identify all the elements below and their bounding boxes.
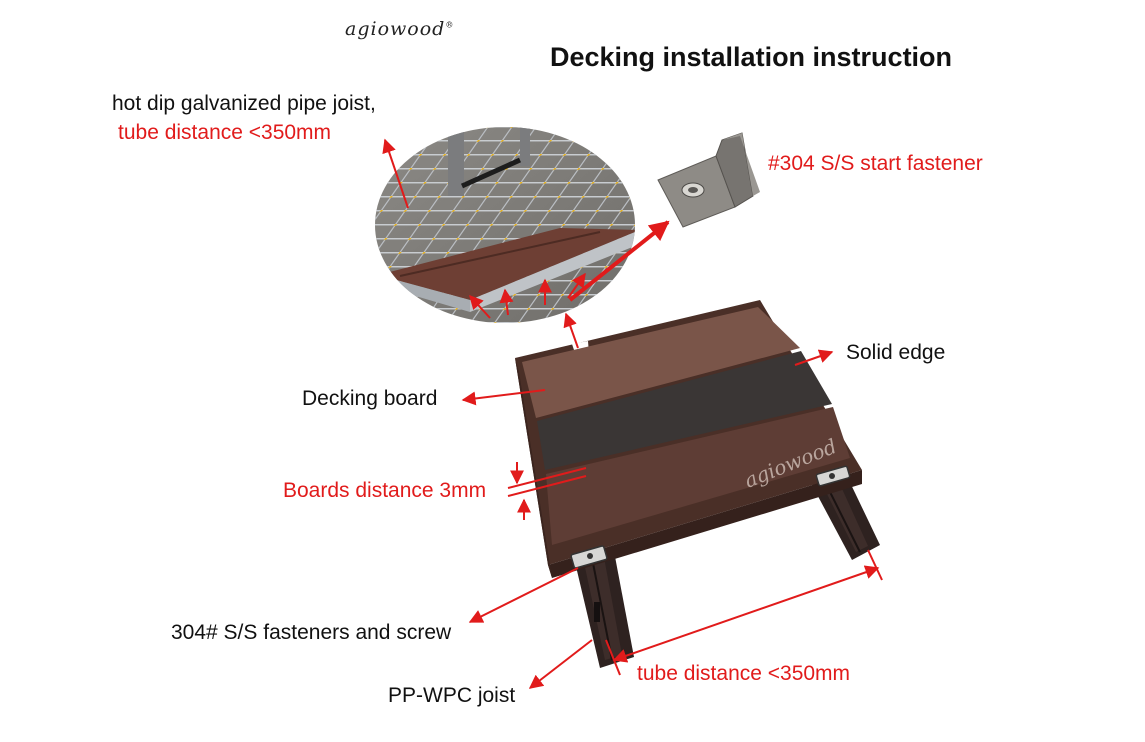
arrow-pipe-joist [382, 138, 409, 209]
pipe-joist-photo [375, 127, 635, 323]
screw-fastener-icon [570, 465, 851, 569]
label-solid-edge: Solid edge [846, 341, 946, 364]
label-boards-distance: Boards distance 3mm [283, 479, 487, 502]
arrow-photo-1 [469, 294, 491, 319]
arrow-decking-board [461, 389, 546, 406]
arrow-tube-distance [612, 565, 880, 663]
start-fastener-icon [657, 132, 760, 228]
arrow-to-start-fastener [568, 220, 670, 302]
arrow-solid-edge [794, 349, 834, 366]
arrow-fasteners [468, 567, 579, 623]
decking-board-top [522, 307, 800, 418]
tick-right [867, 549, 883, 581]
gap-line-2 [507, 475, 587, 497]
label-start-fastener: #304 S/S start fastener [768, 152, 983, 175]
label-tube-distance: tube distance <350mm [637, 662, 851, 685]
page-title: Decking installation instruction [550, 42, 953, 72]
label-fasteners-screw: 304# S/S fasteners and screw [171, 621, 452, 644]
arrow-photo-2 [499, 288, 514, 316]
tick-left [605, 639, 621, 676]
label-pipe-tube-distance: tube distance <350mm [118, 121, 332, 144]
arrow-photo-4 [567, 272, 586, 299]
label-decking-board: Decking board [302, 387, 438, 410]
arrow-ppwpc-joist [528, 639, 593, 689]
arrow-start-notch [563, 312, 579, 349]
label-pipe-joist: hot dip galvanized pipe joist, [112, 92, 376, 115]
registered-mark: ® [445, 20, 455, 30]
label-ppwpc-joist: PP-WPC joist [388, 684, 516, 707]
brand-logo: agiowood® [345, 18, 455, 40]
decking-board-bottom [546, 407, 850, 545]
decking-board-middle [537, 351, 832, 470]
gap-line-1 [507, 467, 587, 489]
annotation-arrows [382, 138, 883, 689]
